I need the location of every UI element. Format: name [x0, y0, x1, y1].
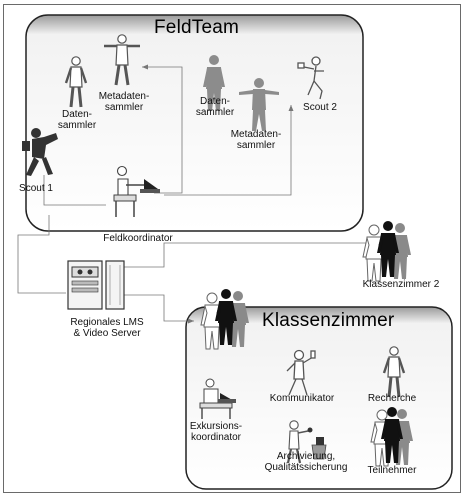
feldkoordinator-figure	[113, 165, 160, 217]
diagram-page: FeldTeam Klassenzimmer Daten- sammler Me…	[3, 4, 461, 493]
metadatensammler-2-label: Metadaten- sammler	[230, 129, 282, 151]
datensammler-2-label: Daten- sammler	[195, 96, 235, 118]
scout-2-label: Scout 2	[303, 102, 337, 113]
feldteam-panel	[25, 14, 364, 232]
archivierung-figure	[286, 420, 327, 464]
scout-1-label: Scout 1	[19, 183, 53, 194]
teilnehmer-label: Teilnehmer	[367, 465, 417, 476]
feldkoordinator-label: Feldkoordinator	[103, 233, 173, 244]
klassenzimmer-2-figure	[362, 221, 411, 282]
kommunikator-figure	[286, 349, 316, 396]
archivierung-label: Archivierung, Qualitätssicherung	[264, 451, 348, 473]
feldteam-title: FeldTeam	[154, 17, 240, 38]
metadatensammler-2-figure	[239, 78, 279, 131]
klassenzimmer-title: Klassenzimmer	[262, 310, 395, 331]
connector-lines	[17, 66, 376, 322]
klassenzimmer-2-label: Klassenzimmer 2	[362, 279, 440, 290]
scout-1-figure	[22, 128, 58, 176]
datensammler-1-label: Daten- sammler	[57, 109, 97, 131]
metadatensammler-1-label: Metadaten- sammler	[98, 91, 150, 113]
exkursionskoordinator-label: Exkursions- koordinator	[189, 421, 243, 443]
server-figure	[67, 260, 125, 310]
server-label: Regionales LMS & Video Server	[70, 317, 144, 339]
kommunikator-label: Kommunikator	[269, 393, 335, 404]
exkursionskoordinator-figure	[199, 378, 236, 419]
diagram-artwork	[17, 14, 453, 490]
scout-2-figure	[297, 56, 324, 100]
recherche-label: Recherche	[367, 393, 417, 404]
